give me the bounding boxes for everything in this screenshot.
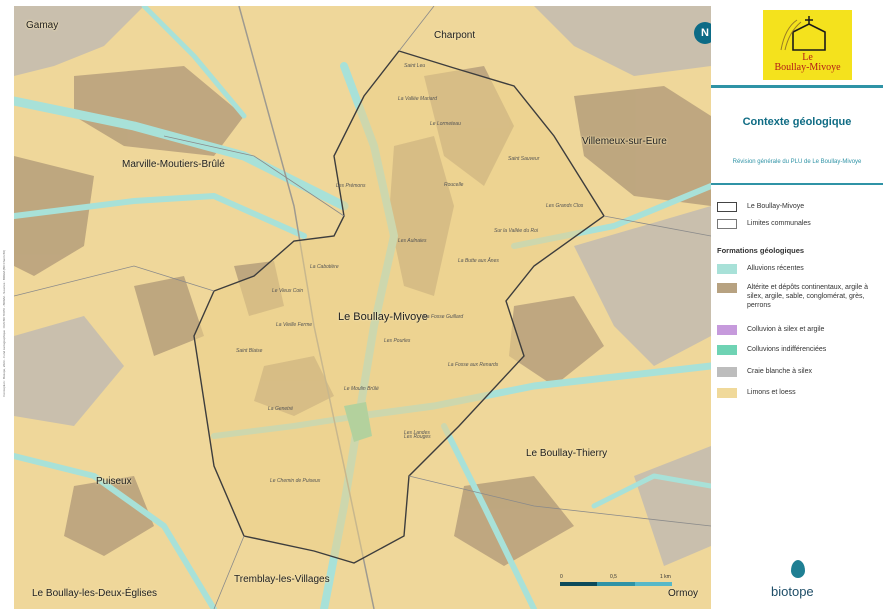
locality-label: Saint Sauveur bbox=[508, 156, 540, 162]
locality-label: Le Chemin de Puiseux bbox=[270, 478, 321, 484]
biotope-wordmark: biotope bbox=[771, 584, 814, 599]
locality-label: Les Grands Clos bbox=[546, 203, 584, 209]
place-label: Le Boullay-Mivoye bbox=[338, 311, 428, 323]
locality-label: Les Aulnaies bbox=[398, 238, 427, 244]
communal-limits bbox=[14, 6, 711, 609]
formation-legend-item: Colluvion à silex et argile bbox=[717, 325, 879, 335]
scale-segments bbox=[560, 582, 672, 586]
locality-label: Saint Leu bbox=[404, 63, 426, 69]
locality-label: Les Pourles bbox=[384, 338, 411, 344]
formation-legend-item: Colluvions indifférenciées bbox=[717, 345, 879, 355]
locality-label: Les Prémons bbox=[336, 183, 366, 189]
locality-label: La Genetré bbox=[268, 406, 294, 412]
map-title: Contexte géologique bbox=[742, 116, 852, 128]
place-label: Le Boullay-les-Deux-Églises bbox=[32, 588, 158, 599]
scale-tick: 0 bbox=[560, 574, 563, 580]
locality-label: Le Lormeteau bbox=[430, 121, 461, 127]
locality-label: Les Rouges bbox=[404, 434, 431, 440]
locality-label: La Vallée Mariard bbox=[398, 96, 438, 102]
boundary-swatch bbox=[717, 202, 737, 212]
map-canvas bbox=[14, 6, 711, 609]
formation-swatch bbox=[717, 283, 737, 293]
subtitle-rule bbox=[711, 183, 883, 185]
formations-title: Formations géologiques bbox=[717, 246, 805, 255]
scale-tick: 0,5 bbox=[610, 574, 617, 580]
place-label: Ormoy bbox=[668, 588, 698, 599]
locality-label: La Cabotière bbox=[310, 264, 339, 270]
formation-swatch bbox=[717, 325, 737, 335]
boundary-swatch bbox=[717, 219, 737, 229]
formation-swatch bbox=[717, 264, 737, 274]
formation-legend-item: Craie blanche à silex bbox=[717, 367, 879, 377]
scale-bar: 0 0,5 1 km bbox=[560, 574, 672, 586]
locality-label: Le Vieux Coin bbox=[272, 288, 304, 294]
place-label: Puiseux bbox=[96, 476, 132, 487]
formation-swatch bbox=[717, 388, 737, 398]
place-label: Marville-Moutiers-Brûlé bbox=[122, 159, 225, 170]
formation-legend-label: Colluvion à silex et argile bbox=[747, 326, 825, 333]
scale-tick: 1 km bbox=[660, 574, 671, 580]
legend-panel: Le Boullay-Mivoye Contexte géologique Ré… bbox=[711, 0, 883, 609]
formation-legend-label: Craie blanche à silex bbox=[747, 368, 812, 375]
formation-legend-label: Altérite et dépôts continentaux, argile … bbox=[747, 284, 869, 309]
formation-legend-label: Alluvions récentes bbox=[747, 265, 804, 272]
locality-label: La Fosse Guillard bbox=[424, 314, 464, 320]
formation-legend-item: Limons et loess bbox=[717, 388, 879, 398]
boundary-legend-item: Limites communales bbox=[717, 219, 879, 229]
place-label: Tremblay-les-Villages bbox=[234, 574, 330, 585]
north-arrow-icon: N bbox=[694, 22, 711, 44]
locality-label: La Vieille Ferme bbox=[276, 322, 313, 328]
formation-legend-item: Alluvions récentes bbox=[717, 264, 879, 274]
drop-icon bbox=[791, 560, 805, 578]
map-subtitle: Révision générale du PLU de Le Boullay-M… bbox=[732, 159, 862, 165]
boundary-legend-label: Limites communales bbox=[747, 220, 811, 227]
commune-boundary[interactable] bbox=[193, 50, 605, 564]
formation-swatch bbox=[717, 345, 737, 355]
locality-label: Le Moulin Brûlé bbox=[344, 386, 379, 392]
formation-swatch bbox=[717, 367, 737, 377]
locality-label: Sur la Vallée du Roi bbox=[494, 228, 539, 234]
header-rule bbox=[711, 85, 883, 88]
place-label: Gamay bbox=[26, 20, 59, 31]
place-label: Le Boullay-Thierry bbox=[526, 448, 608, 459]
formation-legend-label: Limons et loess bbox=[747, 389, 796, 396]
church-icon bbox=[780, 16, 826, 51]
locality-label: Les Landes bbox=[404, 430, 430, 436]
scale-ticks: 0 0,5 1 km bbox=[560, 574, 672, 582]
map-credit: Conception : Biotope, 2023 - Fond cartog… bbox=[2, 250, 6, 397]
locality-label: La Butte aux Ânes bbox=[458, 258, 499, 264]
logo-title: Le Boullay-Mivoye bbox=[774, 52, 841, 73]
locality-label: Saint Blaise bbox=[236, 348, 263, 354]
place-label: Charpont bbox=[434, 30, 476, 41]
formation-legend-label: Colluvions indifférenciées bbox=[747, 346, 827, 353]
biotope-logo: biotope bbox=[755, 560, 835, 606]
boundary-legend-item: Le Boullay-Mivoye bbox=[717, 202, 879, 212]
place-label: Villemeux-sur-Eure bbox=[582, 136, 667, 147]
formation-legend-item: Altérite et dépôts continentaux, argile … bbox=[717, 283, 879, 310]
boundary-legend-label: Le Boullay-Mivoye bbox=[747, 203, 805, 210]
locality-label: Roucelle bbox=[444, 182, 464, 188]
locality-label: La Fosse aux Renards bbox=[448, 362, 499, 368]
boullay-mivoye-logo: Le Boullay-Mivoye bbox=[763, 10, 852, 80]
